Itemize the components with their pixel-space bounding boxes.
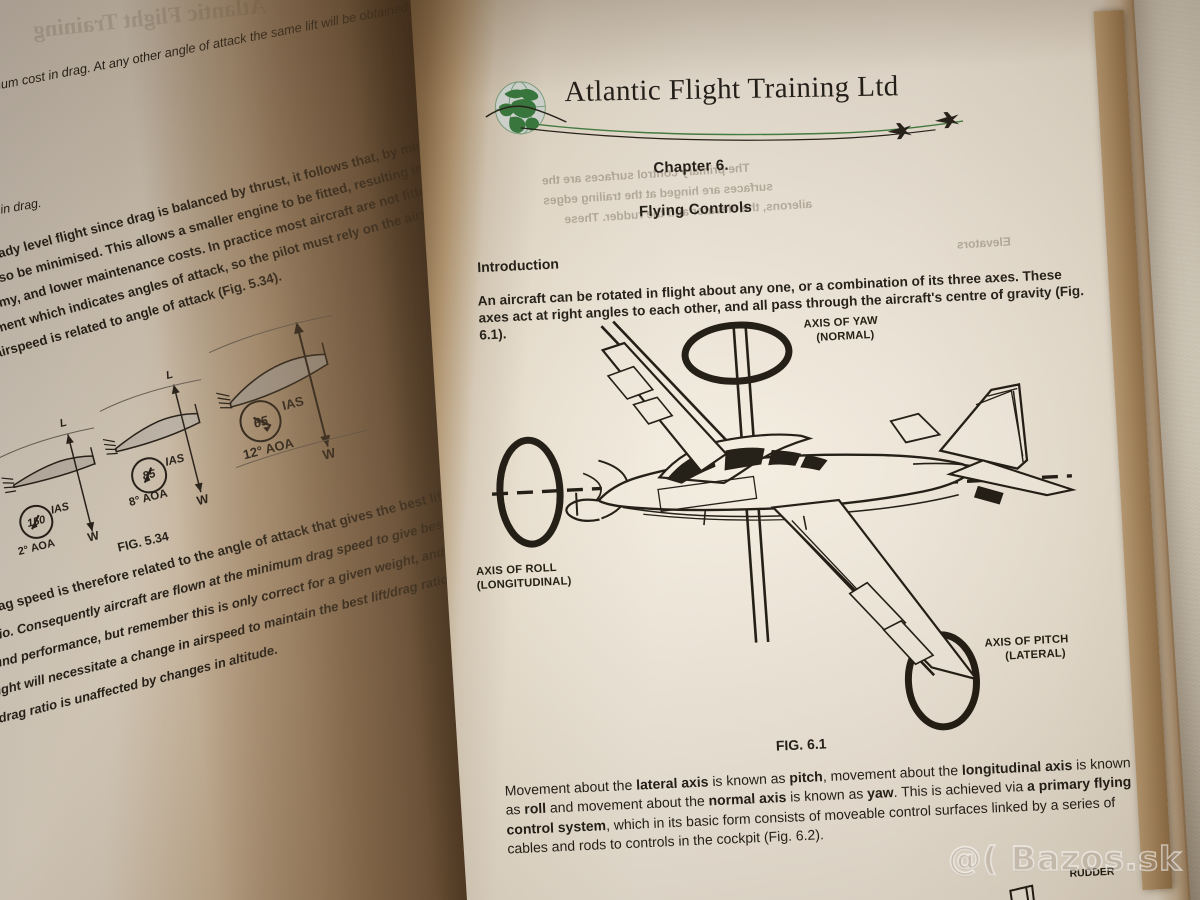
figure-6-1-caption: FIG. 6.1 — [775, 735, 827, 754]
left-page-content: Atlantic Flight Training minimum cost in… — [0, 0, 544, 900]
bp-seg-6: is known as — [785, 785, 868, 806]
section-heading-introduction: Introduction — [476, 255, 560, 276]
brand-swoosh-and-plane-icon — [485, 105, 964, 141]
right-page-content: The primary control surfaces are the sur… — [407, 0, 1192, 900]
bp-seg-1: Movement about the — [504, 776, 637, 799]
bleed-text-4: Elevators — [956, 234, 1012, 252]
label-rudder: RUDDER — [1069, 865, 1115, 880]
bp-bold-pitch: pitch — [788, 768, 824, 786]
bp-seg-2: is known as — [708, 769, 790, 790]
bp-bold-normal-axis: normal axis — [708, 789, 787, 809]
bp-bold-yaw: yaw — [866, 784, 894, 802]
bp-bold-longitudinal-axis: longitudinal axis — [961, 756, 1073, 778]
chapter-number: Chapter 6. — [653, 156, 730, 177]
figure-6-1-diagram: AXIS OF YAW (NORMAL) AXIS OF ROLL (LONGI… — [463, 293, 1145, 757]
left-text-frag-2: cost in drag. — [0, 195, 43, 221]
aircraft-three-axes-drawing — [491, 320, 1077, 731]
bp-seg-7: . This is achieved via — [893, 778, 1028, 801]
left-figure-caption: FIG. 5.34 — [116, 529, 171, 555]
bp-bold-roll: roll — [523, 800, 547, 818]
brand-title: Atlantic Flight Training Ltd — [564, 70, 899, 109]
aerofoil-figure-1: 150 IAS 2° AOA W L — [0, 403, 136, 558]
chapter-title: Flying Controls — [638, 198, 753, 221]
label-axis-of-yaw: AXIS OF YAW (NORMAL) — [803, 314, 879, 346]
label-axis-of-pitch: AXIS OF PITCH (LATERAL) — [984, 632, 1069, 664]
label-axis-of-roll: AXIS OF ROLL (LONGITUDINAL) — [476, 560, 572, 593]
aerofoil-shape-1 — [0, 427, 96, 532]
control-linkage-drawing — [1009, 884, 1041, 900]
aerofoil-1-needle — [31, 514, 40, 530]
flying-controls-paragraph: Movement about the lateral axis is known… — [504, 753, 1147, 860]
figure-6-2-partial-diagram: CONTROL WHEEL RUDDER ELEVATOR — [559, 866, 1165, 900]
globe-logo-icon — [494, 81, 546, 135]
bp-bold-lateral-axis: lateral axis — [635, 773, 709, 793]
page-header: Atlantic Flight Training Ltd — [485, 49, 964, 150]
